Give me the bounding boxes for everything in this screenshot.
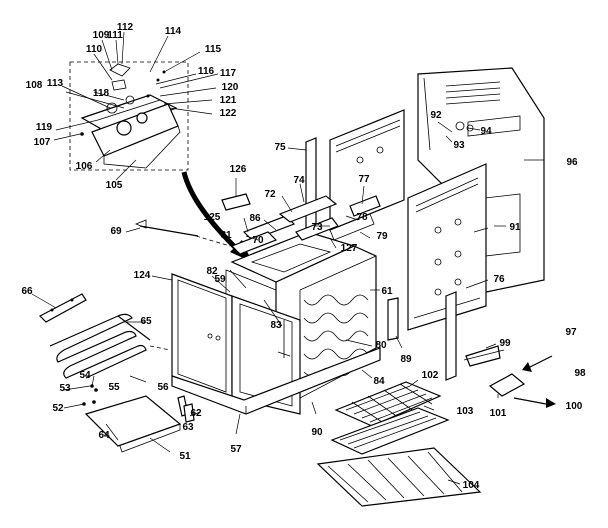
callout-79: 79 (376, 231, 388, 242)
support-rod (125, 219, 231, 247)
callout-69: 69 (110, 226, 122, 237)
callout-114: 114 (164, 26, 182, 37)
top-panels (221, 178, 381, 255)
callout-126: 126 (229, 164, 247, 175)
callout-89: 89 (400, 354, 412, 365)
callout-104: 104 (462, 480, 480, 491)
callout-96: 96 (566, 157, 578, 168)
callout-70: 70 (252, 235, 264, 246)
callout-90: 90 (311, 427, 323, 438)
callout-116: 116 (197, 66, 215, 77)
heating-elements (31, 293, 171, 379)
broiler-pan (84, 395, 182, 453)
callout-111: 111 (107, 30, 123, 41)
callout-110: 110 (85, 44, 103, 55)
callout-100: 100 (565, 401, 583, 412)
callout-118: 118 (92, 88, 110, 99)
callout-94: 94 (480, 126, 492, 137)
callout-61: 61 (381, 286, 393, 297)
callout-92: 92 (430, 110, 442, 121)
callout-98: 98 (574, 368, 586, 379)
callout-97: 97 (565, 327, 577, 338)
callout-112: 112 (116, 22, 134, 33)
callout-122: 122 (219, 108, 237, 119)
callout-125: 125 (203, 212, 221, 223)
callout-55: 55 (108, 382, 120, 393)
callout-127: 127 (340, 243, 358, 254)
callout-57: 57 (230, 444, 242, 455)
callout-113: 113 (46, 78, 64, 89)
callout-74: 74 (293, 175, 305, 186)
callout-120: 120 (221, 82, 239, 93)
callout-63: 63 (182, 422, 194, 433)
callout-82: 82 (206, 266, 218, 277)
callout-65: 65 (140, 316, 152, 327)
callout-80: 80 (375, 340, 387, 351)
callout-101: 101 (489, 408, 507, 419)
callout-103: 103 (456, 406, 474, 417)
callout-78: 78 (356, 212, 368, 223)
callout-51: 51 (179, 451, 191, 462)
callout-64: 64 (98, 430, 110, 441)
callout-84: 84 (373, 376, 385, 387)
callout-107: 107 (33, 137, 51, 148)
callout-53: 53 (59, 383, 71, 394)
callout-99: 99 (499, 338, 511, 349)
callout-72: 72 (264, 189, 276, 200)
callout-54: 54 (79, 370, 91, 381)
callout-93: 93 (453, 140, 465, 151)
callout-76: 76 (493, 274, 505, 285)
callout-102: 102 (421, 370, 439, 381)
callout-52: 52 (52, 403, 64, 414)
callout-86: 86 (249, 213, 261, 224)
callout-108: 108 (25, 80, 43, 91)
side-panel (407, 163, 489, 331)
callout-124: 124 (133, 270, 151, 281)
callout-62: 62 (190, 408, 202, 419)
bottom-tray (171, 347, 381, 415)
callout-56: 56 (157, 382, 169, 393)
callout-115: 115 (204, 44, 222, 55)
oven-racks (316, 379, 482, 507)
control-panel-assembly (53, 31, 219, 181)
callout-91: 91 (509, 222, 521, 233)
callout-81: 81 (220, 230, 232, 241)
callout-105: 105 (105, 180, 123, 191)
fasteners (63, 375, 147, 409)
callout-83: 83 (270, 320, 282, 331)
callout-75: 75 (274, 142, 286, 153)
callout-109: 109 (92, 30, 110, 41)
door-hinges (177, 395, 241, 435)
callout-119: 119 (35, 122, 53, 133)
callout-77: 77 (358, 174, 370, 185)
callout-106: 106 (75, 161, 93, 172)
callout-117: 117 (219, 68, 237, 79)
oven-cavity (225, 231, 380, 399)
callout-66: 66 (21, 286, 33, 297)
callout-73: 73 (311, 222, 323, 233)
callout-59: 59 (214, 274, 226, 285)
callout-121: 121 (219, 95, 237, 106)
rotisserie-components (463, 343, 556, 408)
trim-strip (387, 297, 403, 349)
